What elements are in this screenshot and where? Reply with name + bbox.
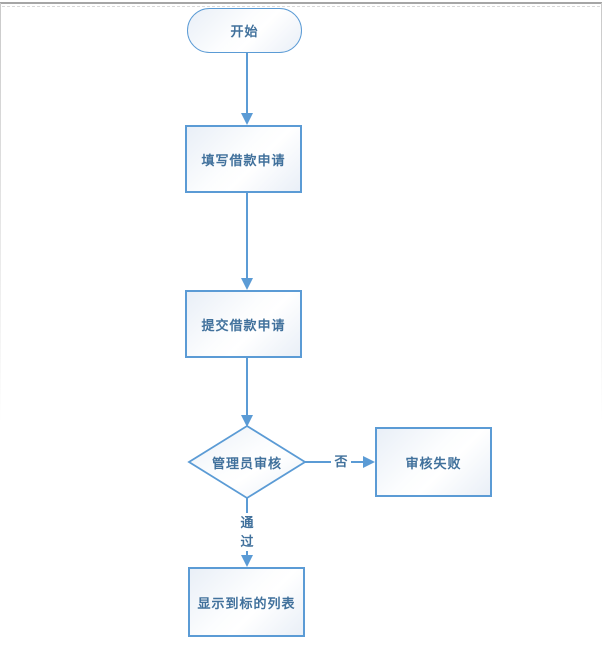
edge-fill-to-submit [241, 193, 253, 290]
page-left-border [0, 3, 1, 423]
fill-application-label: 填写借款申请 [201, 152, 286, 168]
fill-application-node: 填写借款申请 [185, 125, 302, 193]
target-list-label: 显示到标的列表 [197, 595, 296, 611]
admin-review-label: 管理员审核 [211, 455, 282, 471]
edge-start-to-fill [241, 53, 253, 125]
admin-review-decision-node: 管理员审核 [190, 450, 304, 474]
page-top-border [0, 2, 602, 4]
start-node: 开始 [187, 8, 302, 53]
review-failed-node: 审核失败 [375, 427, 492, 497]
edge-submit-to-review [241, 358, 253, 427]
review-failed-label: 审核失败 [405, 455, 462, 471]
start-node-label: 开始 [230, 24, 259, 39]
page-top-dashed-border [2, 6, 600, 7]
submit-application-label: 提交借款申请 [201, 317, 286, 333]
target-list-node: 显示到标的列表 [188, 567, 305, 637]
submit-application-node: 提交借款申请 [185, 290, 302, 358]
edge-label-pass: 通过 [238, 513, 256, 551]
edge-label-no: 否 [331, 453, 351, 471]
